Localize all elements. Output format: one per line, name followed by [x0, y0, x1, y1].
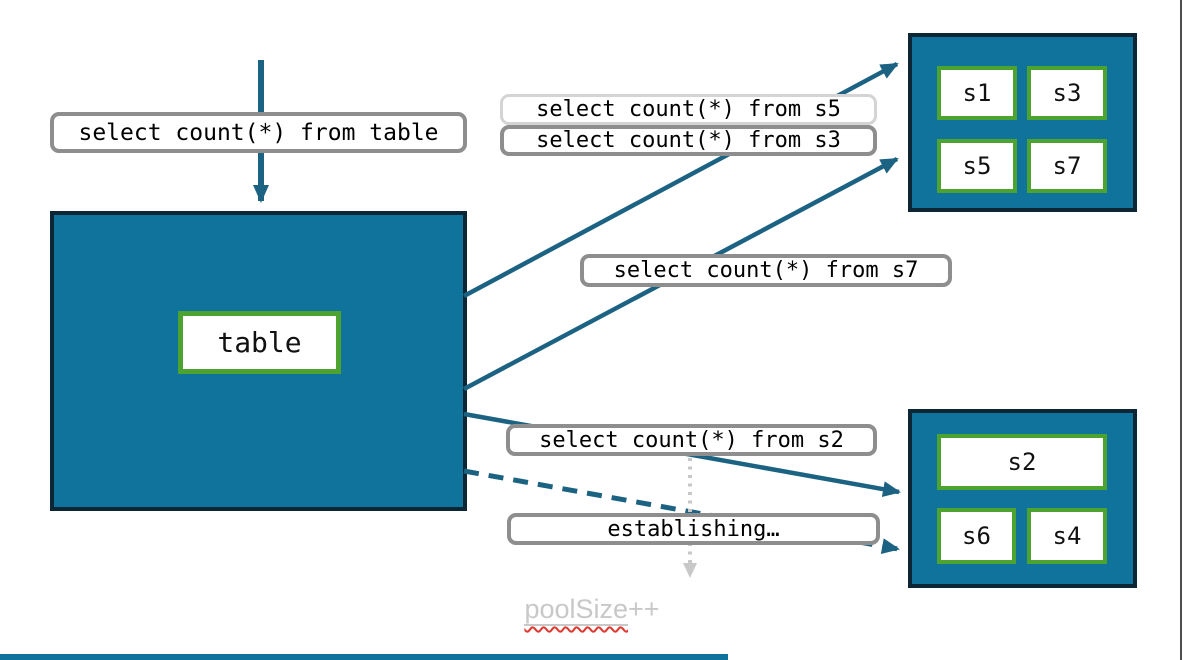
query-text: establishing…: [607, 516, 780, 542]
table-node: table: [178, 311, 341, 374]
query-label-s2: select count(*) from s2: [506, 424, 877, 456]
query-label-s3: select count(*) from s3: [500, 125, 877, 156]
shard-label: s1: [962, 79, 992, 107]
query-label-establishing: establishing…: [507, 513, 880, 545]
table-label: table: [217, 326, 302, 359]
query-text: select count(*) from s7: [613, 258, 919, 283]
query-text: select count(*) from s3: [536, 128, 841, 153]
query-text: select count(*) from table: [78, 119, 439, 146]
query-label-table: select count(*) from table: [50, 112, 467, 153]
shard-box-s2: s2: [937, 434, 1107, 490]
shard-box-s7: s7: [1027, 139, 1107, 193]
poolsize-note: poolSize++: [0, 594, 1184, 626]
shard-box-s3: s3: [1027, 66, 1107, 120]
slide-right-edge: [1180, 0, 1182, 660]
shard-label: s4: [1052, 522, 1082, 550]
shard-label: s3: [1052, 79, 1082, 107]
shard-box-s5: s5: [937, 139, 1017, 193]
shard-box-s6: s6: [937, 508, 1016, 564]
shard-box-s4: s4: [1027, 508, 1107, 564]
shard-label: s6: [962, 522, 991, 550]
query-text: select count(*) from s5: [536, 97, 841, 122]
query-label-s5: select count(*) from s5: [500, 94, 877, 125]
shard-label: s5: [962, 152, 992, 180]
shard-box-s1: s1: [937, 66, 1017, 120]
shard-label: s2: [1007, 448, 1037, 476]
poolsize-word: poolSize: [524, 594, 629, 626]
query-text: select count(*) from s2: [539, 427, 844, 453]
query-label-s7: select count(*) from s7: [580, 254, 952, 287]
shard-label: s7: [1052, 152, 1082, 180]
poolsize-suffix: ++: [628, 594, 660, 624]
slide-bottom-accent-bar: [0, 654, 728, 660]
